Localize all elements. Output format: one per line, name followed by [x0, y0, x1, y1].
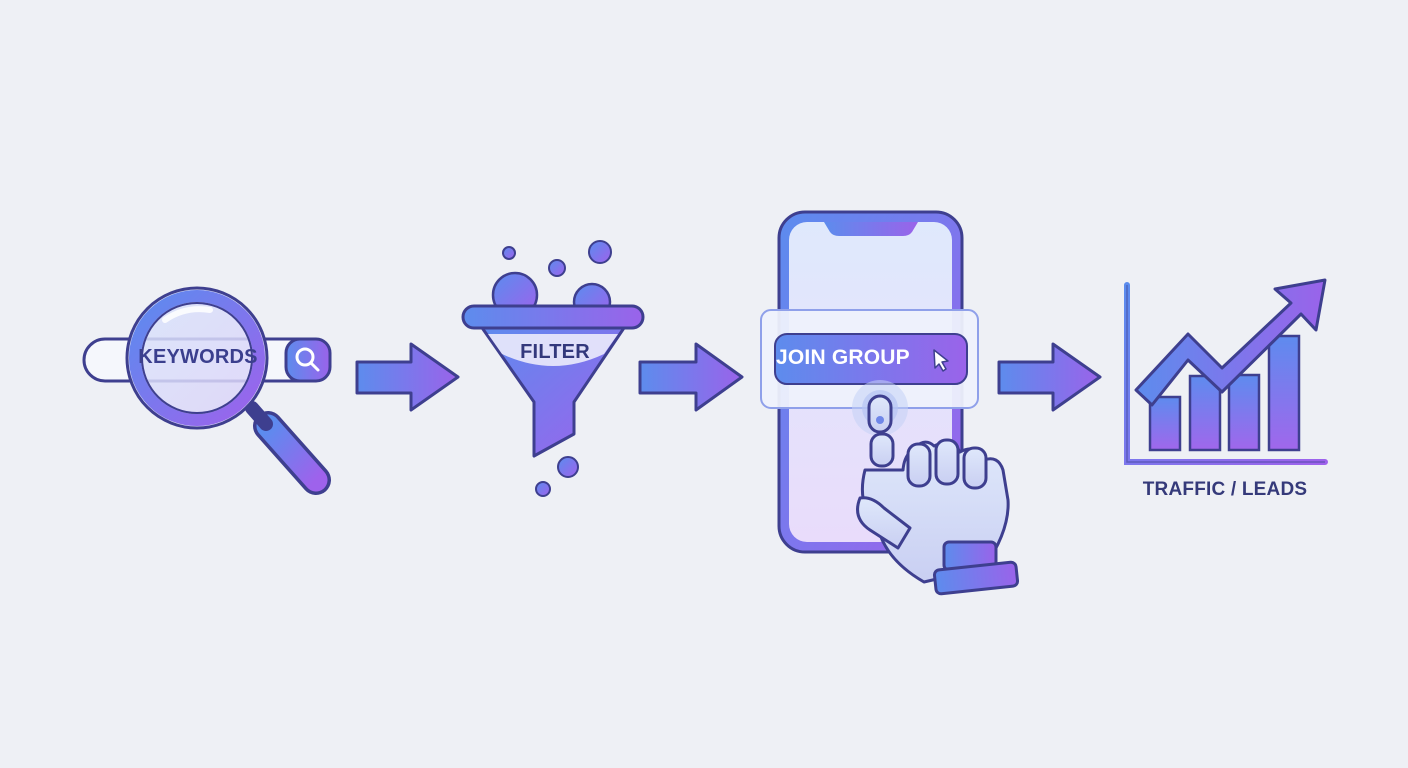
right-arrow-icon	[638, 342, 744, 412]
right-arrow-icon	[997, 342, 1102, 412]
traffic-leads-label: TRAFFIC / LEADS	[1142, 479, 1308, 500]
chart-bar	[1148, 395, 1182, 452]
phone-robot-hand-icon	[760, 210, 1020, 596]
filter-label: FILTER	[520, 341, 590, 363]
search-icon	[295, 347, 320, 372]
robot-hand	[856, 394, 1020, 596]
funnel-rim	[461, 304, 645, 330]
join-group-label: JOIN GROUP	[776, 346, 910, 369]
right-arrow-icon	[355, 342, 460, 412]
keywords-label: KEYWORDS	[138, 346, 258, 368]
chart-bar	[1227, 373, 1261, 452]
cursor-icon	[933, 349, 949, 372]
magnifier-lens	[125, 286, 269, 430]
search-step-icon	[82, 286, 332, 495]
growth-bar-chart-icon	[1124, 278, 1328, 465]
chart-bar	[1188, 374, 1222, 452]
phone-notch	[824, 222, 918, 236]
funnel-icon	[461, 240, 645, 497]
search-bar-button	[284, 337, 332, 383]
chart-bar	[1267, 334, 1301, 452]
trend-arrow	[1134, 278, 1327, 407]
